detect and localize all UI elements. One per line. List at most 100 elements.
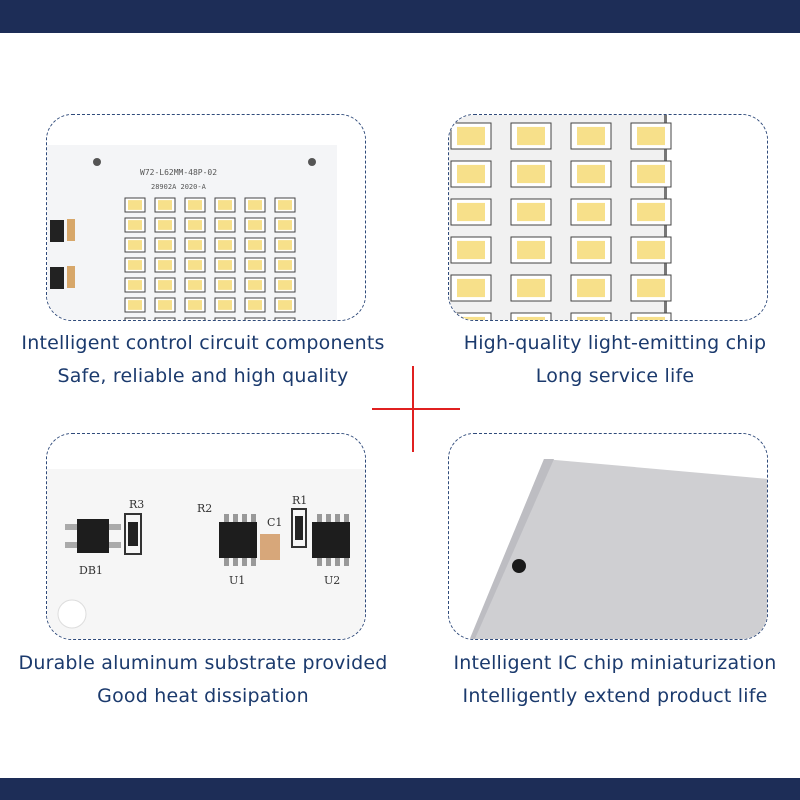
silk-u1: U1 [229,574,245,587]
led-phosphor [248,280,262,290]
led-phosphor [278,300,292,310]
caption-line-2: Long service life [535,365,695,387]
led-phosphor [218,200,232,210]
led-phosphor [158,260,172,270]
silk-r2: R2 [197,502,212,515]
led-phosphor [278,240,292,250]
led-phosphor [278,260,292,270]
top-banner [0,0,800,33]
led-phosphor [188,220,202,230]
led-phosphor [188,240,202,250]
led-chip [570,312,612,320]
led-phosphor [457,164,485,184]
led-chip [630,312,672,320]
led-phosphor [248,300,262,310]
led-phosphor [517,316,545,320]
silk-db1: DB1 [79,564,103,577]
led-phosphor [457,316,485,320]
led-phosphor [218,300,232,310]
led-phosphor [577,316,605,320]
led-phosphor [517,202,545,222]
caption-line-1: High-quality light-emitting chip [463,332,767,354]
ic-chip-photo [448,433,768,640]
led-phosphor [577,202,605,222]
silk-c1: C1 [267,516,282,529]
caption-line-1: Intelligent IC chip miniaturization [453,652,777,674]
led-phosphor [248,320,262,321]
center-cross-vertical [412,366,414,452]
silk-u2: U2 [324,574,340,587]
led-phosphor [158,300,172,310]
led-phosphor [278,220,292,230]
led-chip [124,317,146,320]
led-phosphor [218,320,232,321]
led-chip [450,312,492,320]
board-text-1: W72-L62MM-48P-02 [140,168,217,177]
led-phosphor [128,260,142,270]
caption-light-emitting-chip: High-quality light-emitting chip Long se… [415,331,800,397]
led-phosphor [188,280,202,290]
led-phosphor [158,200,172,210]
caption-line-2: Intelligently extend product life [462,685,768,707]
caption-control-circuit: Intelligent control circuit components S… [3,331,403,397]
aluminum-substrate-photo: R3 R2 R1 C1 U1 U2 DB1 [46,433,366,640]
led-phosphor [218,220,232,230]
led-chip [244,317,266,320]
led-phosphor [637,164,665,184]
led-chip [274,317,296,320]
caption-line-2: Safe, reliable and high quality [57,365,349,387]
led-phosphor [188,300,202,310]
caption-line-2: Good heat dissipation [97,685,309,707]
led-phosphor [637,202,665,222]
led-phosphor [457,278,485,298]
led-phosphor [158,240,172,250]
led-phosphor [188,200,202,210]
led-chip [214,317,236,320]
led-phosphor [248,200,262,210]
board-text-2: 28902A 2020-A [151,183,207,191]
led-phosphor [517,278,545,298]
led-phosphor [218,280,232,290]
caption-line-1: Durable aluminum substrate provided [18,652,388,674]
led-phosphor [278,200,292,210]
led-phosphor [457,126,485,146]
led-phosphor [278,280,292,290]
led-grid [450,122,672,320]
led-phosphor [128,240,142,250]
led-phosphor [517,164,545,184]
caption-aluminum-substrate: Durable aluminum substrate provided Good… [3,651,403,717]
silk-r3: R3 [129,498,144,511]
led-phosphor [128,220,142,230]
led-phosphor [637,240,665,260]
led-grid [124,197,296,321]
led-phosphor [517,240,545,260]
led-phosphor [248,240,262,250]
led-phosphor [248,220,262,230]
led-phosphor [577,164,605,184]
led-phosphor [457,240,485,260]
led-phosphor [278,320,292,321]
led-phosphor [188,260,202,270]
caption-line-1: Intelligent control circuit components [21,332,385,354]
led-phosphor [128,300,142,310]
led-phosphor [577,278,605,298]
led-phosphor [158,220,172,230]
led-phosphor [577,126,605,146]
led-phosphor [128,320,142,321]
led-phosphor [158,280,172,290]
led-phosphor [637,316,665,320]
led-chip [184,317,206,320]
led-phosphor [218,260,232,270]
led-phosphor [128,280,142,290]
led-chip [154,317,176,320]
led-phosphor [248,260,262,270]
led-phosphor [637,278,665,298]
led-phosphor [577,240,605,260]
led-phosphor [218,240,232,250]
silk-r1: R1 [292,494,307,507]
led-phosphor [188,320,202,321]
caption-ic-chip: Intelligent IC chip miniaturization Inte… [415,651,800,717]
led-chip-photo [448,114,768,321]
led-phosphor [517,126,545,146]
control-circuit-photo: W72-L62MM-48P-02 28902A 2020-A [46,114,366,321]
